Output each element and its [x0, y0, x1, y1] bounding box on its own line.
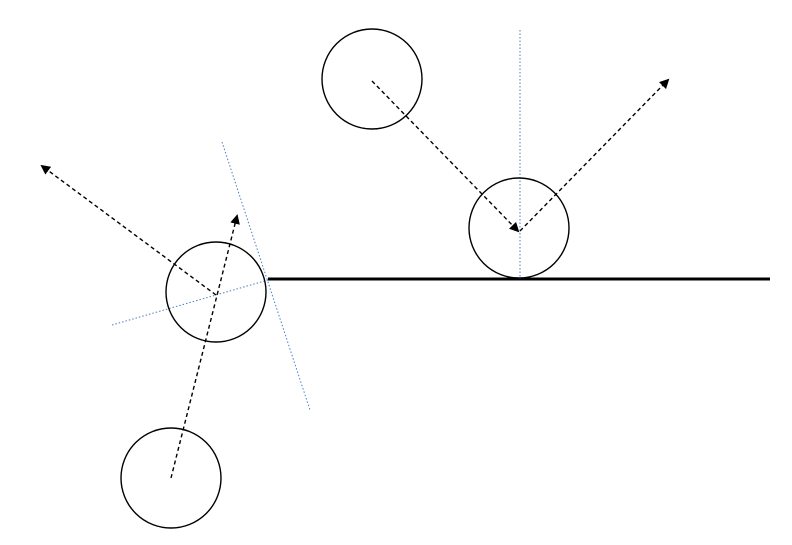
incoming-ball-upper [321, 28, 423, 130]
incoming-trajectory-arrow [170, 214, 240, 479]
reflected-trajectory-arrow [40, 164, 217, 296]
tangent-guide-line [221, 141, 311, 411]
incoming-ball-lower [120, 427, 222, 529]
normal-guide-line [111, 279, 269, 326]
corner-bounce-scene [40, 141, 311, 529]
flat-bounce-scene [321, 28, 670, 279]
incoming-trajectory-arrow-flat [371, 80, 520, 233]
reflected-trajectory-arrow-flat [519, 78, 670, 232]
contact-ball-flat [468, 177, 570, 279]
contact-ball-corner [165, 241, 267, 343]
